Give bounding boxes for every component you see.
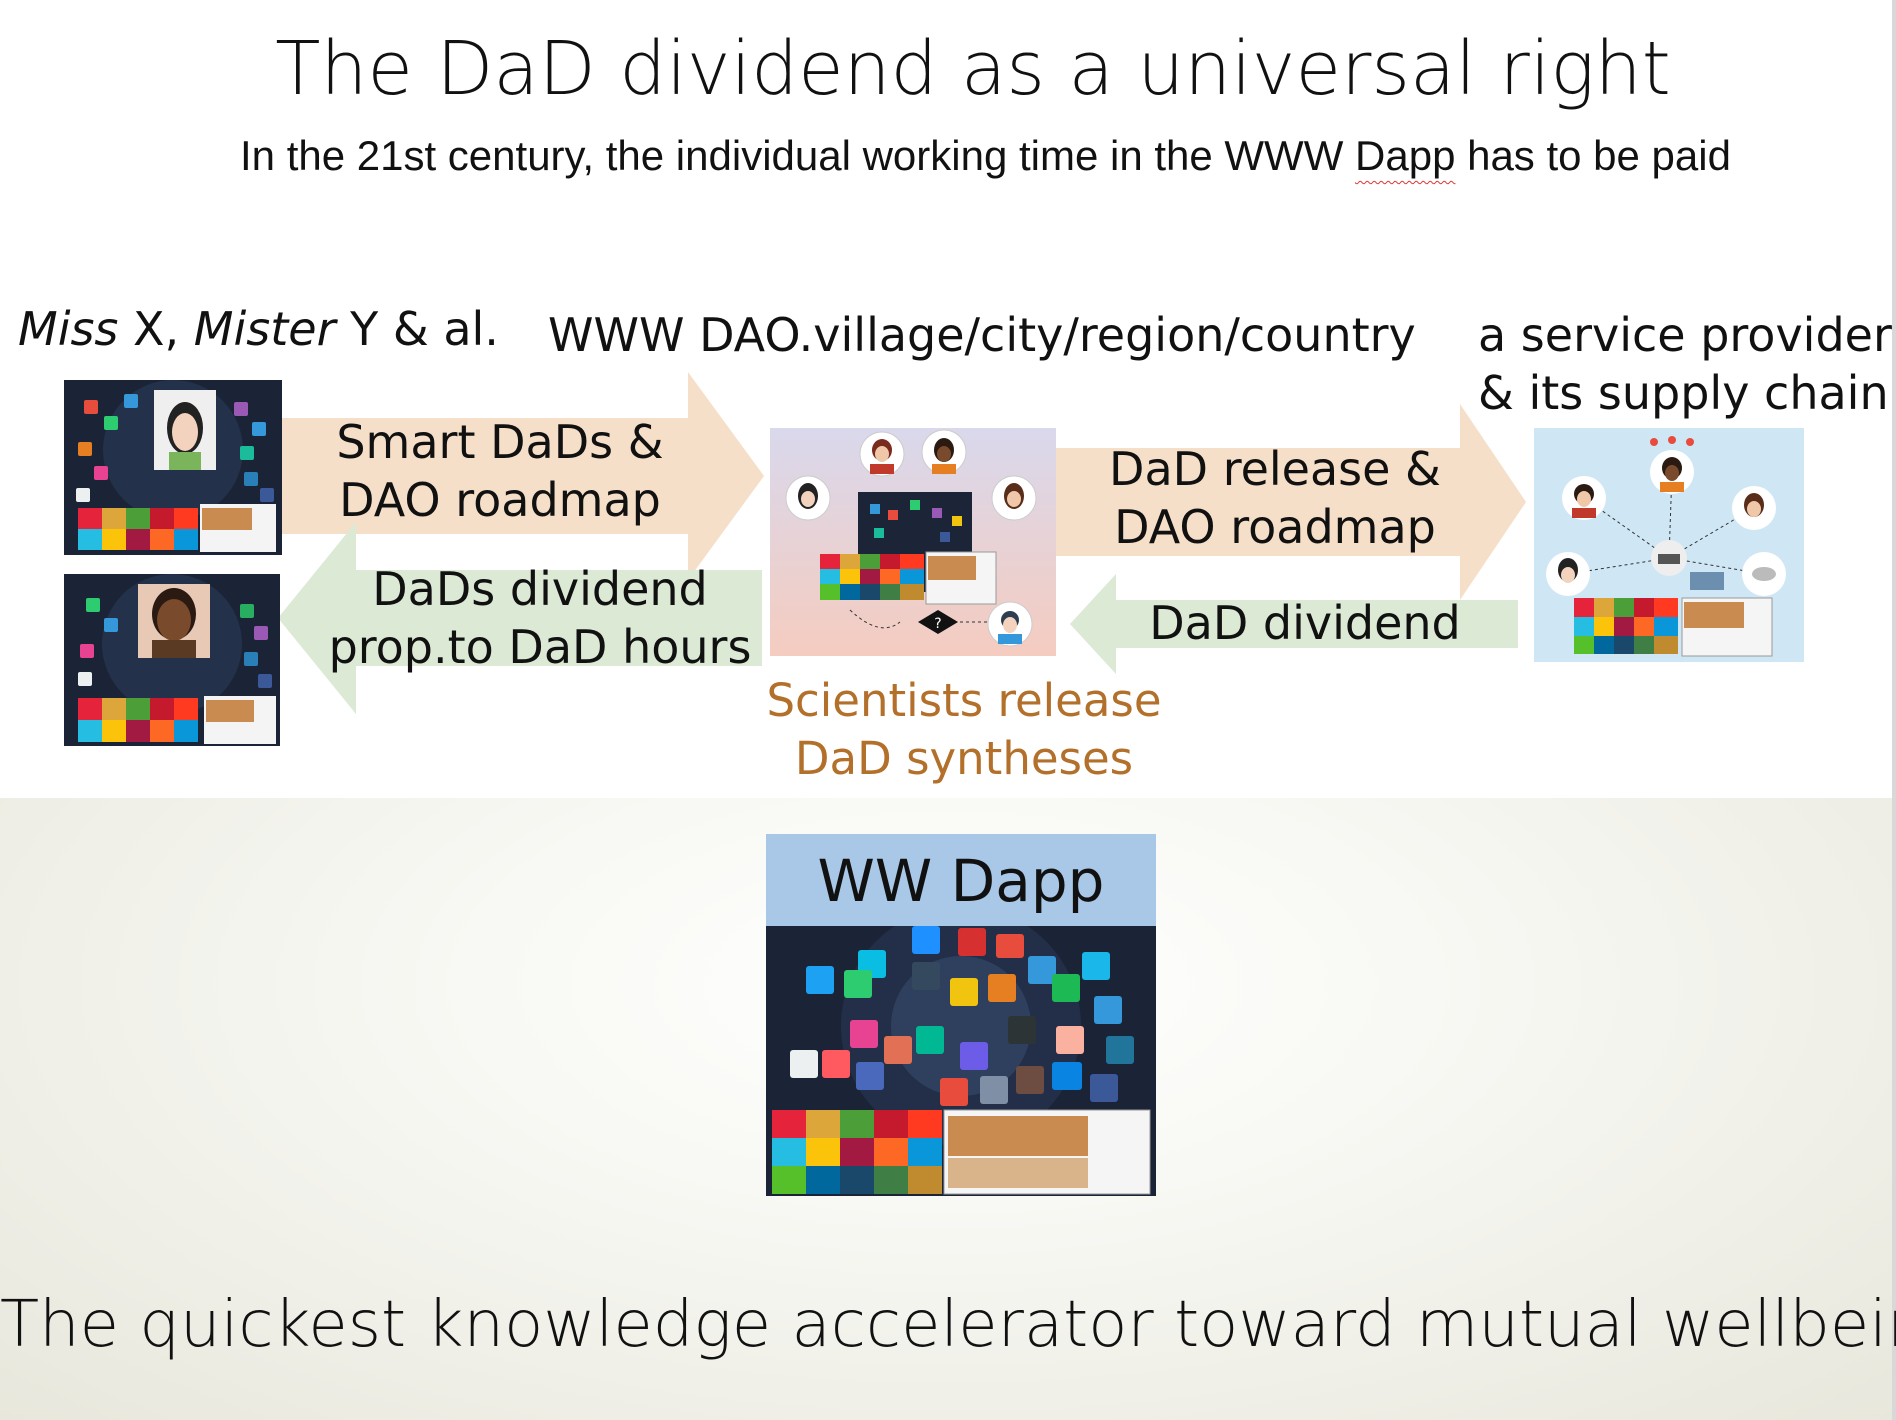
scientists-line1: Scientists release — [766, 674, 1162, 727]
app-icons-collage — [64, 380, 282, 555]
slide-edge — [1892, 0, 1896, 1420]
provider-label-line2: & its supply chain — [1478, 366, 1889, 420]
dividend-back-arrow-label: DaDs dividend prop.to DaD hours — [320, 560, 760, 676]
smart-dads-arrow-line2: DAO roadmap — [339, 473, 661, 527]
bottom-tagline: The quickest knowledge accelerator towar… — [0, 1288, 1896, 1362]
people-label-miss: Miss — [18, 302, 119, 356]
subtitle-text: In the 21st century, the individual work… — [240, 132, 1356, 179]
svg-text:?: ? — [934, 616, 941, 632]
scientists-release-label: Scientists release DaD syntheses — [752, 672, 1176, 788]
slide-title: The DaD dividend as a universal right — [275, 26, 1671, 112]
dad-release-arrow-line2: DAO roadmap — [1114, 500, 1436, 554]
dao-network-image: ? — [770, 428, 1056, 656]
dad-release-arrow — [1052, 404, 1526, 600]
people-label-mister: Mister — [193, 302, 336, 356]
service-provider-image — [1534, 428, 1804, 662]
dad-dividend-arrow-label: DaD dividend — [1149, 596, 1461, 650]
miss-x-image — [64, 380, 282, 555]
smart-dads-arrow — [280, 372, 764, 580]
people-label-y: Y & al. — [335, 302, 499, 356]
dividend-back-arrow-line1: DaDs dividend — [372, 562, 708, 616]
scientists-line2: DaD syntheses — [794, 732, 1134, 785]
people-label-x: X, — [118, 302, 194, 356]
dividend-back-arrow — [278, 522, 762, 714]
smart-dads-arrow-line1: Smart DaDs & — [336, 415, 664, 469]
ww-dapp-collage — [766, 926, 1156, 1196]
ww-dapp-title: WW Dapp — [766, 834, 1156, 926]
app-icons-collage-2 — [64, 574, 280, 746]
people-label: Miss X, Mister Y & al. — [18, 302, 499, 356]
subtitle-underlined-word: Dapp — [1355, 132, 1456, 179]
ww-dapp-image: WW Dapp — [766, 834, 1156, 1196]
dad-release-arrow-label: DaD release & DAO roadmap — [1060, 440, 1490, 556]
provider-label-line1: a service provider — [1478, 308, 1892, 362]
mister-y-image — [64, 574, 280, 746]
dao-label: WWW DAO.village/city/region/country — [548, 308, 1416, 362]
dad-release-arrow-line1: DaD release & — [1109, 442, 1441, 496]
dividend-back-arrow-line2: prop.to DaD hours — [328, 620, 752, 674]
subtitle-text-end: has to be paid — [1455, 132, 1731, 179]
slide-subtitle: In the 21st century, the individual work… — [240, 132, 1731, 180]
dao-people-network: ? — [770, 428, 1056, 656]
supply-chain-network — [1534, 428, 1804, 662]
smart-dads-arrow-label: Smart DaDs & DAO roadmap — [280, 413, 720, 529]
provider-label: a service provider & its supply chain — [1478, 306, 1892, 422]
dad-dividend-arrow — [1070, 574, 1518, 674]
